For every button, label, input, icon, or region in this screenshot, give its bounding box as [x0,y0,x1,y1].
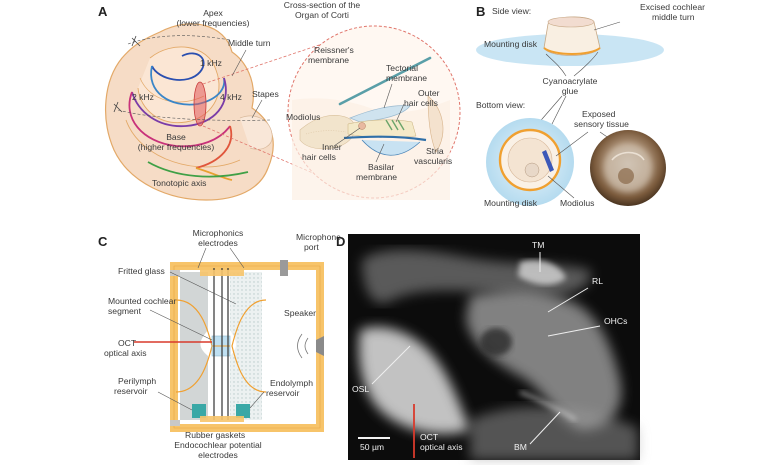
label-mounting-disk-top: Mounting disk [484,39,538,49]
cochlea-drawing [105,23,274,201]
label-modiolus-a: Modiolus [286,112,320,122]
panel-c: C [98,228,341,460]
test-chamber [134,260,324,432]
label-osl: OSL [352,384,369,394]
label-rubber-gaskets: Rubber gaskets [185,430,245,440]
label-apex: Apex(lower frequencies) [176,8,249,28]
panel-b-letter: B [476,4,485,19]
label-bm: BM [514,442,527,452]
label-bottom-view: Bottom view: [476,100,525,110]
label-mounting-disk-bottom: Mounting disk [484,198,538,208]
label-side-view: Side view: [492,6,531,16]
label-1khz: 1 kHz [200,58,222,68]
label-scale-bar: 50 µm [360,442,384,452]
label-tonotopic-axis: Tonotopic axis [152,178,206,188]
panel-a: A [98,0,461,201]
cochlea-photo [590,130,666,206]
label-speaker: Speaker [284,308,316,318]
label-ohcs: OHCs [604,316,627,326]
oct-image [348,234,640,460]
label-base: Base(higher frequencies) [138,132,215,152]
label-modiolus-b: Modiolus [560,198,594,208]
panel-d-letter: D [336,234,345,249]
label-middle-turn: Middle turn [228,38,271,48]
panel-a-letter: A [98,4,108,19]
label-fritted-glass: Fritted glass [118,266,165,276]
label-tm: TM [532,240,544,250]
label-4khz: 4 kHz [220,92,242,102]
label-rl: RL [592,276,603,286]
label-stapes: Stapes [252,89,279,99]
label-2khz: 2 kHz [132,92,154,102]
panel-c-letter: C [98,234,108,249]
organ-of-corti-cross-section [287,25,461,200]
